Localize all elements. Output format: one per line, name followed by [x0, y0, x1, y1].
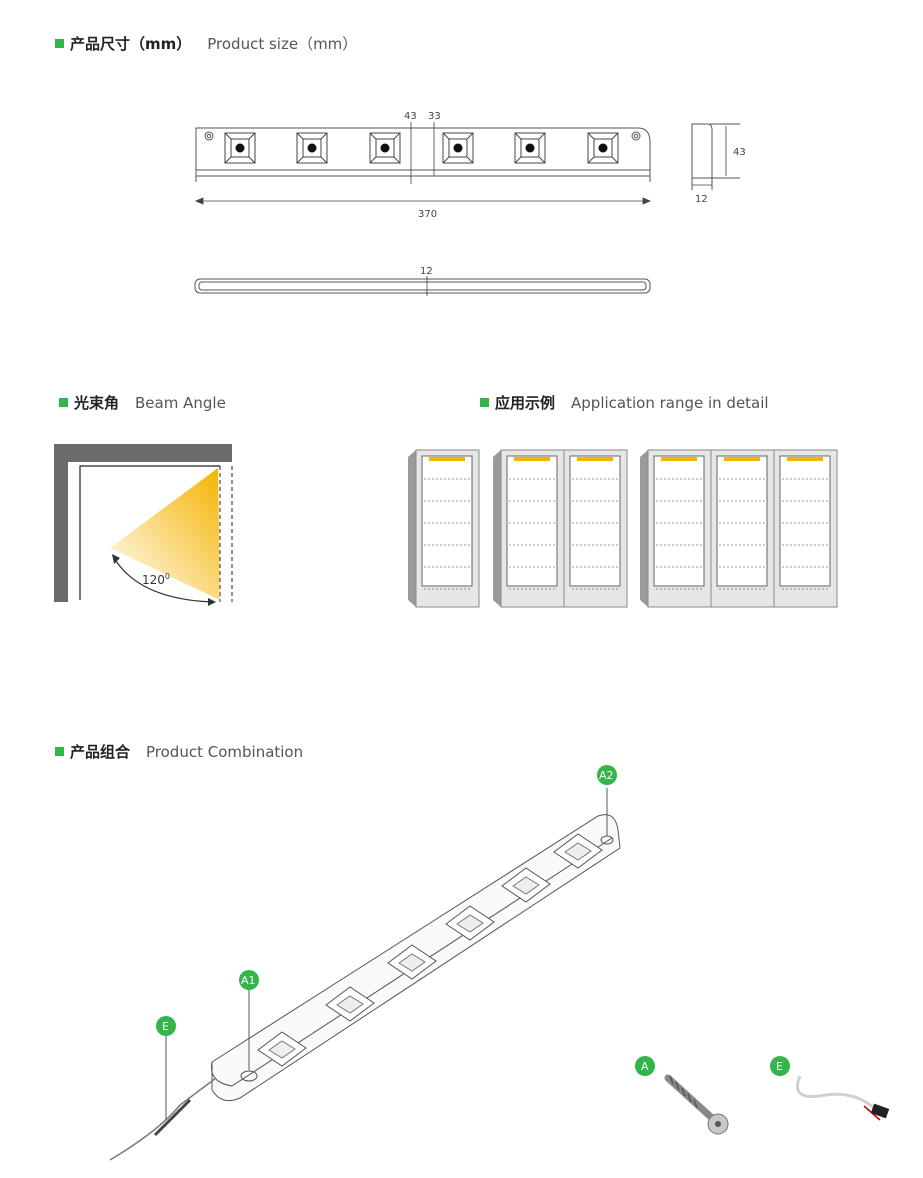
- led-module: [369, 132, 401, 164]
- led-module: [325, 986, 375, 1022]
- product-side-view: [691, 123, 740, 190]
- application-cabinets: [408, 449, 838, 608]
- screw-icon: [664, 1074, 729, 1135]
- svg-text:A2: A2: [599, 769, 614, 782]
- led-module: [442, 132, 474, 164]
- bullet-square-icon: [55, 39, 64, 48]
- cabinet-group: [640, 449, 838, 608]
- led-module: [445, 905, 495, 941]
- length-dimension: [194, 197, 652, 205]
- product-size-drawing: 43 33 370 43 12 12: [194, 111, 746, 296]
- connector: [153, 1098, 192, 1137]
- badge-e-accessory: E: [770, 1056, 790, 1076]
- cabinet-door: [415, 449, 480, 608]
- badge-a-accessory: A: [635, 1056, 655, 1076]
- bullet-square-icon: [59, 398, 68, 407]
- svg-text:A1: A1: [241, 974, 256, 987]
- led-module: [224, 132, 256, 164]
- dim-height-43: 43: [404, 111, 417, 122]
- section-heading-application: 应用示例 Application range in detail: [480, 392, 769, 413]
- badge-a2: A2: [597, 765, 617, 785]
- cable-accessory-icon: [796, 1075, 890, 1121]
- cabinet-group: [493, 449, 628, 608]
- section-heading-combination: 产品组合 Product Combination: [55, 741, 303, 762]
- cabinet-section: [54, 444, 233, 602]
- section-heading-beam: 光束角 Beam Angle: [59, 392, 226, 413]
- beam-angle-diagram: 1200: [54, 444, 233, 606]
- dim-thickness: 12: [420, 266, 433, 277]
- cabinet-door: [563, 449, 628, 608]
- svg-text:E: E: [776, 1060, 783, 1073]
- side-dimensions: [692, 126, 727, 186]
- dim-length: 370: [418, 209, 437, 220]
- led-module: [514, 132, 546, 164]
- cabinet-door: [500, 449, 565, 608]
- cabinet-door: [773, 449, 838, 608]
- badge-e: E: [156, 1016, 176, 1036]
- badge-a1: A1: [239, 970, 259, 990]
- led-module: [257, 1031, 307, 1067]
- product-top-view: [194, 278, 651, 294]
- led-module: [387, 944, 437, 980]
- height-dimensions: [410, 122, 435, 184]
- bullet-square-icon: [480, 398, 489, 407]
- cabinet-door: [647, 449, 712, 608]
- screw-hole-a1: [240, 1070, 258, 1082]
- cable: [109, 1077, 217, 1161]
- led-module: [501, 867, 551, 903]
- bullet-square-icon: [55, 747, 64, 756]
- angle-arc: [113, 557, 216, 603]
- light-beam: [110, 468, 220, 600]
- dim-height-33: 33: [428, 111, 441, 122]
- dim-side-height: 43: [733, 147, 746, 158]
- dim-side-width: 12: [695, 194, 708, 205]
- led-module: [553, 833, 603, 869]
- product-combination-drawing: A2 A1 E A E: [109, 765, 890, 1161]
- svg-text:A: A: [641, 1060, 649, 1073]
- svg-text:E: E: [162, 1020, 169, 1033]
- section-heading-size: 产品尺寸（mm） Product size（mm）: [55, 33, 357, 54]
- led-modules: [224, 132, 619, 164]
- product-front-view: [195, 127, 651, 182]
- led-module: [296, 132, 328, 164]
- led-module: [587, 132, 619, 164]
- led-modules-perspective: [257, 833, 603, 1067]
- cabinet-door: [710, 449, 775, 608]
- beam-angle-value: 1200: [142, 572, 170, 587]
- cabinet-group: [408, 449, 480, 608]
